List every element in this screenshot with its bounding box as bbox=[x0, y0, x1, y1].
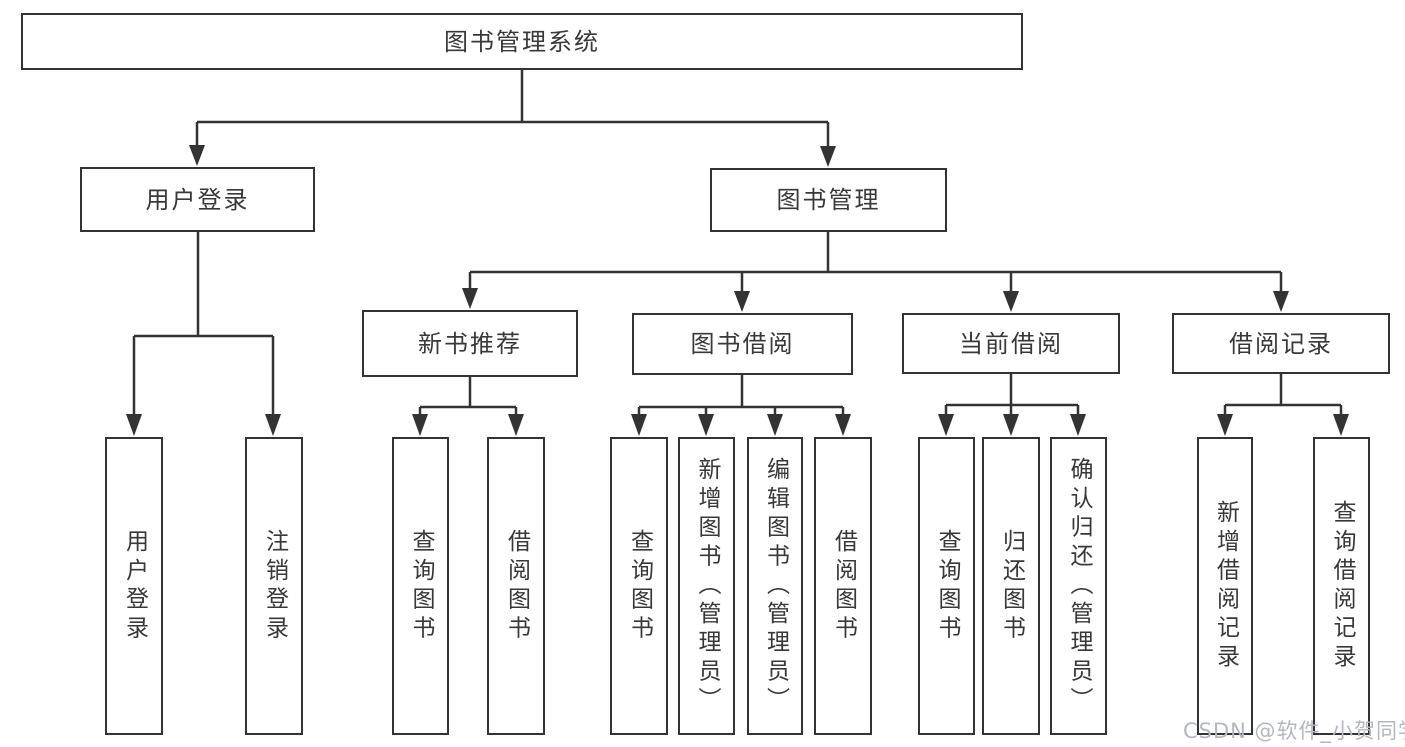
leaf-return-book: 归还图书 bbox=[982, 437, 1040, 735]
leaf-query-books-current: 查询图书 bbox=[918, 437, 975, 735]
node-book-management: 图书管理 bbox=[710, 168, 947, 232]
leaf-add-borrow-record: 新增借阅记录 bbox=[1197, 437, 1253, 735]
node-label: 图书管理系统 bbox=[444, 27, 600, 56]
node-label: 用户登录 bbox=[121, 528, 148, 644]
leaf-edit-book-admin: 编辑图书（管理员） bbox=[747, 437, 803, 735]
node-label: 新增图书（管理员） bbox=[694, 456, 720, 716]
node-label: 新书推荐 bbox=[418, 329, 522, 358]
node-label: 用户登录 bbox=[145, 185, 250, 214]
leaf-query-borrow-record: 查询借阅记录 bbox=[1313, 437, 1370, 735]
node-label: 图书借阅 bbox=[690, 330, 795, 358]
node-label: 查询借阅记录 bbox=[1329, 499, 1355, 673]
node-label: 归还图书 bbox=[998, 528, 1025, 644]
node-label: 图书管理 bbox=[776, 186, 881, 214]
node-new-book-recommend: 新书推荐 bbox=[362, 310, 578, 377]
node-library-management-system: 图书管理系统 bbox=[21, 13, 1023, 70]
node-borrow-records: 借阅记录 bbox=[1172, 313, 1390, 374]
node-book-borrow: 图书借阅 bbox=[632, 313, 853, 375]
node-label: 注销登录 bbox=[261, 528, 288, 644]
leaf-logout: 注销登录 bbox=[245, 437, 303, 735]
leaf-borrow-books-recommend: 借阅图书 bbox=[487, 437, 545, 735]
leaf-query-books-borrow: 查询图书 bbox=[610, 437, 668, 735]
leaf-confirm-return-admin: 确认归还（管理员） bbox=[1050, 437, 1107, 735]
csdn-watermark: CSDN @软件_小贺同学 bbox=[1183, 719, 1405, 743]
leaf-query-books-recommend: 查询图书 bbox=[392, 437, 449, 735]
node-label: 查询图书 bbox=[408, 528, 434, 644]
node-label: 新增借阅记录 bbox=[1212, 499, 1239, 673]
node-label: 借阅图书 bbox=[830, 528, 857, 644]
node-current-borrow: 当前借阅 bbox=[902, 313, 1120, 374]
node-user-login: 用户登录 bbox=[80, 167, 315, 232]
node-label: 借阅记录 bbox=[1229, 329, 1333, 358]
node-label: 编辑图书（管理员） bbox=[762, 456, 789, 716]
leaf-borrow-books: 借阅图书 bbox=[814, 437, 872, 735]
node-label: 当前借阅 bbox=[959, 329, 1063, 358]
leaf-user-login: 用户登录 bbox=[105, 437, 163, 735]
leaf-add-book-admin: 新增图书（管理员） bbox=[678, 437, 735, 735]
node-label: 查询图书 bbox=[934, 528, 960, 644]
node-label: 借阅图书 bbox=[503, 528, 530, 644]
node-label: 确认归还（管理员） bbox=[1066, 456, 1092, 716]
node-label: 查询图书 bbox=[626, 528, 653, 644]
